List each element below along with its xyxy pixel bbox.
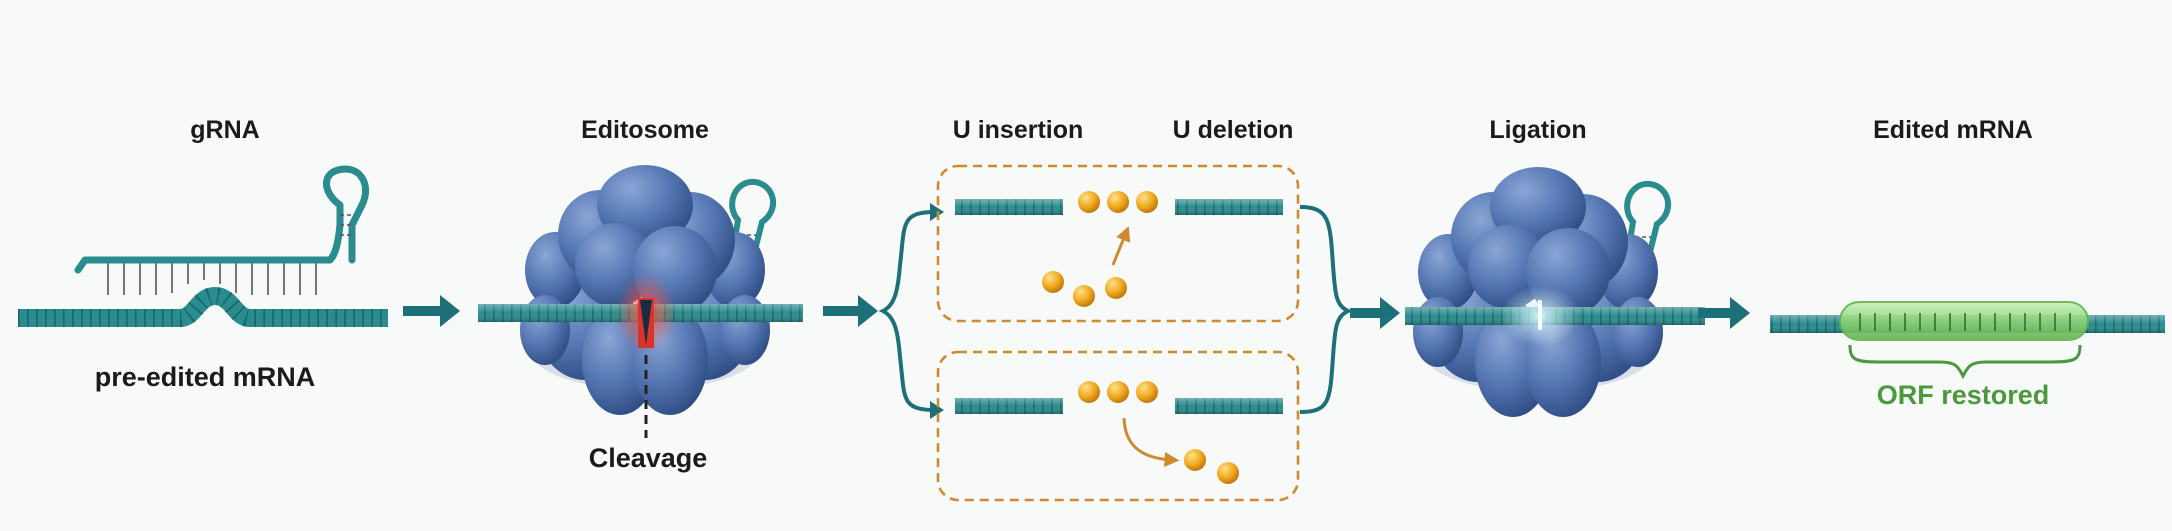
editosome-complex: [478, 165, 803, 438]
grna-structure: [18, 165, 388, 327]
right-arrow-icon: [1698, 297, 1750, 329]
right-arrow-icon: [823, 295, 878, 327]
grna-title: gRNA: [190, 116, 259, 144]
uridine-bead-icon: [1042, 271, 1064, 293]
edited-mrna-strand: [1770, 301, 2165, 380]
uridine-bead-icon: [1217, 462, 1239, 484]
ligation-complex: [1405, 167, 1705, 417]
right-arrow-icon: [1350, 297, 1400, 329]
orf-highlight: [1839, 301, 2089, 341]
ligation-title: Ligation: [1489, 116, 1586, 144]
u-insertion-title: U insertion: [953, 116, 1084, 144]
branch-bracket-left: [878, 210, 936, 412]
uridine-bead-icon: [1107, 191, 1129, 213]
right-arrow-icon: [403, 295, 460, 327]
uridine-bead-icon: [1078, 191, 1100, 213]
pre-edited-mrna-label: pre-edited mRNA: [95, 362, 316, 392]
uridine-bead-icon: [1105, 277, 1127, 299]
uridine-bead-icon: [1136, 191, 1158, 213]
cleavage-label: Cleavage: [589, 443, 708, 473]
edited-mrna-title: Edited mRNA: [1873, 116, 2033, 144]
uridine-bead-icon: [1107, 381, 1129, 403]
orf-restored-label: ORF restored: [1877, 380, 2050, 410]
u-insertion-box: [936, 164, 1300, 323]
branch-bracket-right: [1299, 205, 1353, 414]
uridine-bead-icon: [1184, 449, 1206, 471]
editosome-title: Editosome: [581, 116, 709, 144]
uridine-bead-icon: [1136, 381, 1158, 403]
uridine-bead-icon: [1078, 381, 1100, 403]
u-deletion-box: [936, 350, 1300, 502]
u-deletion-title: U deletion: [1173, 116, 1294, 144]
uridine-bead-icon: [1073, 285, 1095, 307]
